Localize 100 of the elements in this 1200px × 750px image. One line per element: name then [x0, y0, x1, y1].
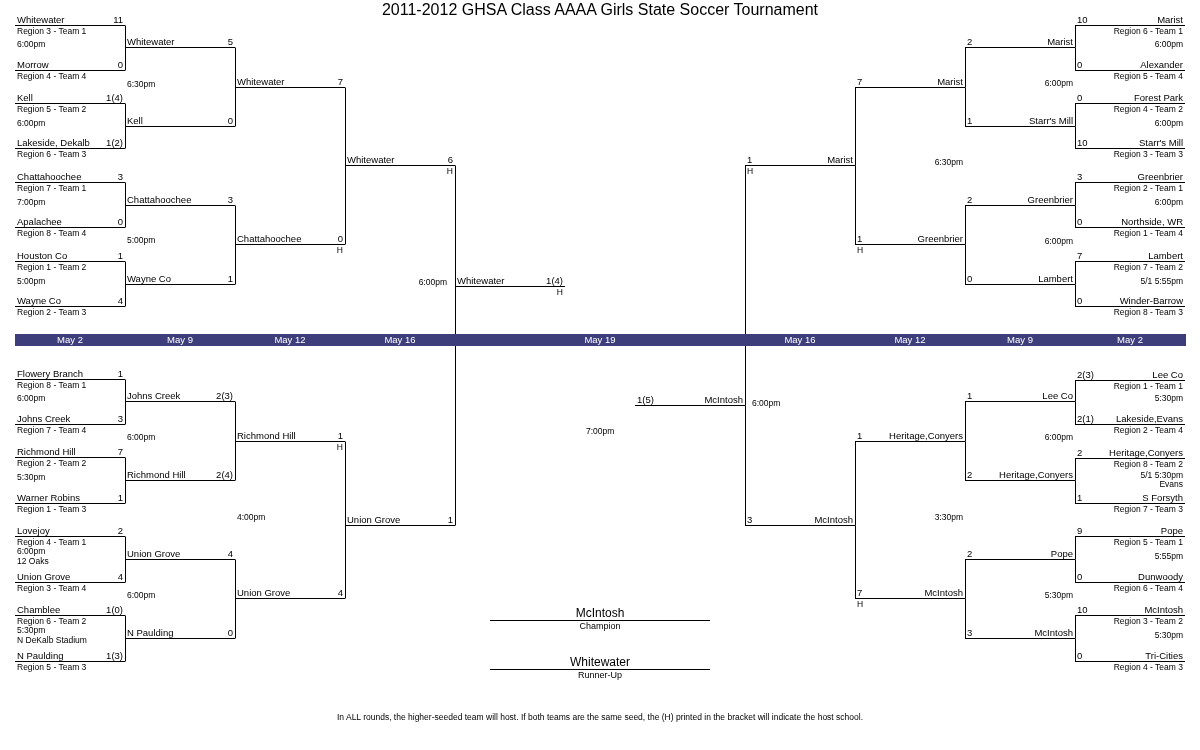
- team-name: Whitewater: [237, 76, 285, 87]
- seed-note: Region 7 - Team 4: [17, 425, 87, 435]
- score: 7: [337, 76, 343, 87]
- match-note: 5:30pm: [1154, 630, 1183, 640]
- bracket-line: [345, 165, 346, 245]
- bracket-line: [235, 598, 236, 639]
- host-mark: H: [747, 166, 754, 176]
- score: 4: [227, 548, 233, 559]
- score: 2: [117, 525, 123, 536]
- result-caption: Runner-Up: [577, 670, 623, 680]
- bracket-line: [1075, 103, 1076, 127]
- seed-note: Region 6 - Team 1: [1113, 26, 1183, 36]
- score: 5: [227, 36, 233, 47]
- match-note: 6:00pm: [418, 277, 447, 287]
- bracket-line: [965, 87, 966, 127]
- team-slot: [1075, 14, 1185, 26]
- match-note: 6:00pm: [1154, 197, 1183, 207]
- bracket-line: [125, 615, 126, 639]
- bracket-line: [455, 286, 456, 526]
- match-note: 7:00pm: [17, 197, 46, 207]
- team-slot: [745, 514, 855, 526]
- team-slot: [1075, 250, 1185, 262]
- score: 1: [967, 390, 973, 401]
- seed-note: Region 8 - Team 3: [1113, 307, 1183, 317]
- score: 1(0): [106, 604, 123, 615]
- team-slot: [15, 650, 125, 662]
- seed-note: Region 5 - Team 1: [1113, 537, 1183, 547]
- bracket-line: [855, 441, 856, 526]
- title: 2011-2012 GHSA Class AAAA Girls State Soccer Tournament: [380, 1, 820, 19]
- match-note: 6:00pm: [1154, 118, 1183, 128]
- match-note: 6:00pm: [127, 432, 156, 442]
- team-name: Whitewater: [17, 14, 65, 25]
- team-slot: [1075, 525, 1185, 537]
- team-slot: [1075, 650, 1185, 662]
- match-note: 5/1 5:55pm: [1140, 276, 1183, 286]
- team-slot: [965, 36, 1075, 48]
- seed-note: Region 1 - Team 2: [17, 262, 87, 272]
- team-name: Starr's Mill: [1028, 115, 1073, 126]
- team-slot: [125, 36, 235, 48]
- match-note: 6:00pm: [17, 118, 46, 128]
- bracket-line: [965, 598, 966, 639]
- team-slot: [15, 446, 125, 458]
- team-slot: [235, 76, 345, 88]
- team-slot: [855, 430, 965, 442]
- team-name: Warner Robins: [17, 492, 80, 503]
- score: 1: [117, 250, 123, 261]
- score: 9: [1077, 525, 1083, 536]
- match-note: 3:30pm: [934, 512, 963, 522]
- bracket-line: [965, 47, 966, 88]
- seed-note: Region 6 - Team 2: [17, 616, 87, 626]
- seed-note: Region 7 - Team 1: [17, 183, 87, 193]
- team-name: McIntosh: [814, 514, 853, 525]
- bracket-line: [125, 536, 126, 560]
- score: 0: [227, 627, 233, 638]
- team-slot: [1075, 369, 1185, 381]
- team-slot: [855, 76, 965, 88]
- seed-note: Region 1 - Team 3: [17, 504, 87, 514]
- match-note: 6:00pm: [17, 39, 46, 49]
- seed-note: Region 4 - Team 3: [1113, 662, 1183, 672]
- bracket-line: [1075, 401, 1076, 425]
- match-note: 5:55pm: [1154, 551, 1183, 561]
- seed-note: Region 6 - Team 4: [1113, 583, 1183, 593]
- team-slot: [15, 492, 125, 504]
- team-slot: [1075, 413, 1185, 425]
- team-name: Marist: [1047, 36, 1073, 47]
- score: 7: [117, 446, 123, 457]
- team-slot: [345, 154, 455, 166]
- match-note: 5:00pm: [17, 276, 46, 286]
- score: 1: [117, 492, 123, 503]
- footnote: In ALL rounds, the higher-seeded team will host. If both teams are the same seed, the (H) printed in the bracket will indicate the host school.: [336, 712, 864, 722]
- score: 3: [227, 194, 233, 205]
- round-date: May 2: [1117, 334, 1143, 346]
- team-slot: [965, 627, 1075, 639]
- seed-note: Region 4 - Team 2: [1113, 104, 1183, 114]
- score: 0: [967, 273, 973, 284]
- team-name: Chattahoochee: [17, 171, 82, 182]
- round-date: May 9: [1007, 334, 1033, 346]
- team-slot: [965, 548, 1075, 560]
- score: 2(3): [216, 390, 233, 401]
- score: 1: [967, 115, 973, 126]
- match-note: 6:00pm: [1154, 39, 1183, 49]
- score: 7: [857, 587, 863, 598]
- match-note: 5:30pm: [17, 625, 46, 635]
- score: 1: [747, 154, 753, 165]
- team-slot: [965, 273, 1075, 285]
- bracket-line: [345, 441, 346, 526]
- team-name: Heritage,Conyers: [1109, 447, 1183, 458]
- team-slot: [15, 250, 125, 262]
- match-note: 7:00pm: [586, 426, 615, 436]
- team-slot: [15, 171, 125, 183]
- bracket-line: [125, 638, 126, 662]
- bracket-line: [235, 244, 236, 285]
- team-slot: [125, 627, 235, 639]
- team-name: Union Grove: [347, 514, 401, 525]
- team-slot: [965, 469, 1075, 481]
- bracket-line: [855, 525, 856, 599]
- team-name: Richmond Hill: [237, 430, 296, 441]
- bracket-line: [1075, 47, 1076, 71]
- score: 1: [227, 273, 233, 284]
- score: 1: [857, 233, 863, 244]
